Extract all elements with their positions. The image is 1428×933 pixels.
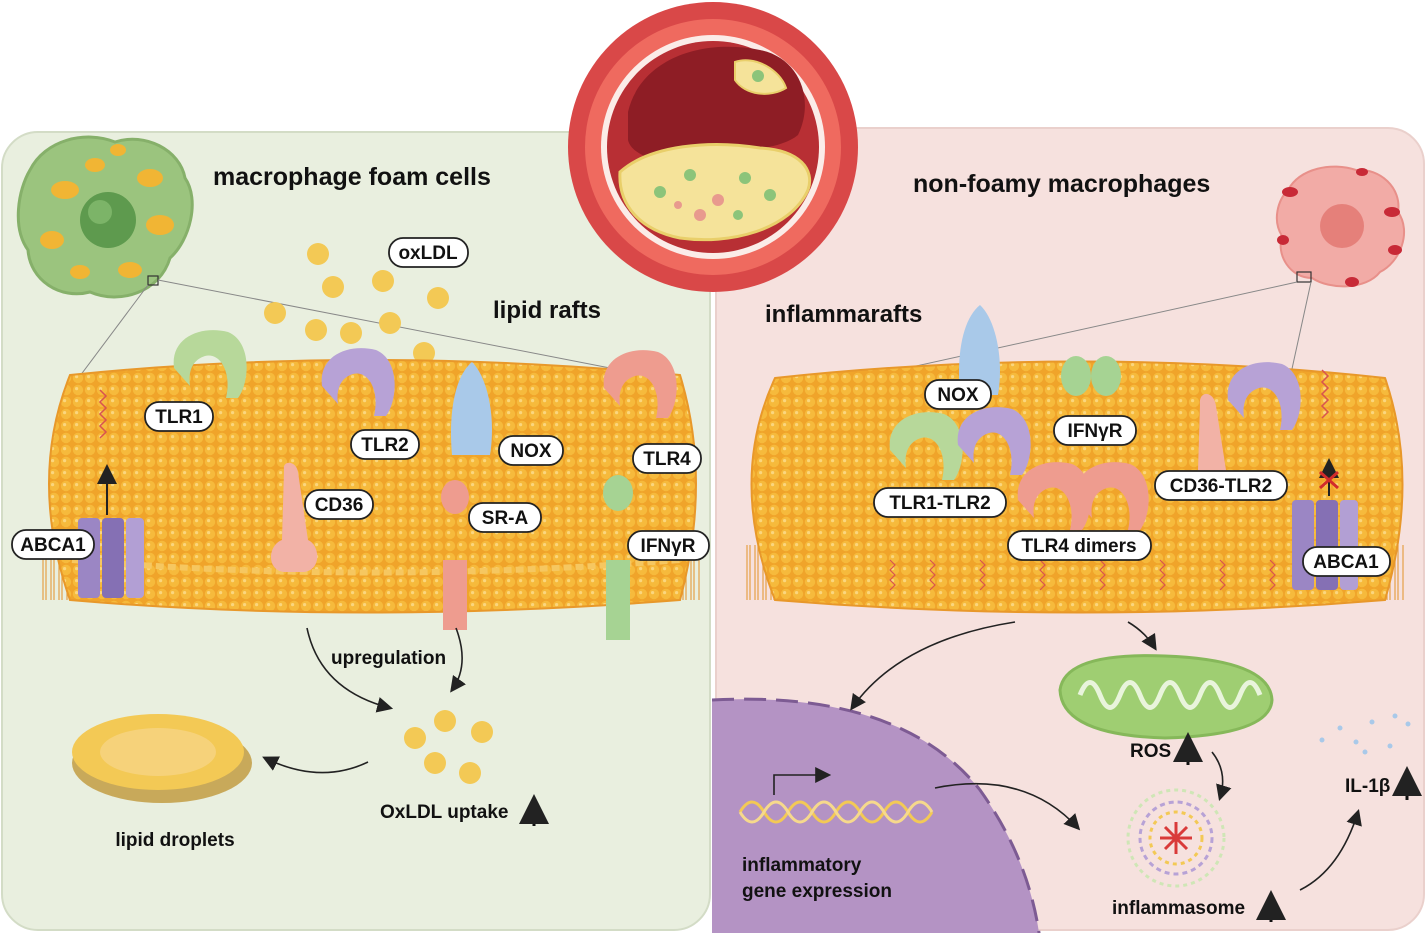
- cd36-receptor: [271, 462, 318, 572]
- arrow-gene-to-inflammasome: [934, 782, 1081, 831]
- il1b-label: IL-1β: [1345, 776, 1390, 797]
- oxldl-label: oxLDL: [388, 237, 469, 268]
- mitochondrion: [1058, 654, 1274, 740]
- abca1-transporter-left: [78, 518, 144, 598]
- ifngr-label-right: IFNγR: [1053, 415, 1137, 446]
- svg-text:TLR4 dimers: TLR4 dimers: [1021, 536, 1136, 557]
- svg-text:ABCA1: ABCA1: [20, 535, 86, 556]
- il1b-particles: [1319, 713, 1411, 755]
- arrow-to-nucleus: [850, 621, 1016, 711]
- svg-text:TLR1: TLR1: [155, 407, 203, 428]
- svg-text:TLR4: TLR4: [643, 449, 691, 470]
- nox-receptor-right: [958, 305, 1000, 395]
- oxldl-particles: [264, 243, 449, 364]
- non-foamy-cell-illustration: [1275, 165, 1405, 288]
- svg-text:TLR1-TLR2: TLR1-TLR2: [889, 493, 990, 514]
- arrow-ros-to-inflammasome: [1211, 751, 1232, 802]
- right-panel-title: non-foamy macrophages: [913, 170, 1210, 198]
- tlr2-label: TLR2: [350, 429, 420, 460]
- droplet-arrow: [262, 756, 369, 774]
- ifngr-receptor: [603, 475, 633, 511]
- left-panel-title: macrophage foam cells: [213, 163, 491, 191]
- right-panel-subtitle: inflammarafts: [765, 301, 922, 328]
- dna-helix: [738, 800, 934, 824]
- oxldl-uptake-label: OxLDL uptake: [380, 802, 508, 823]
- svg-text:oxLDL: oxLDL: [398, 243, 458, 264]
- upregulation-label: upregulation: [331, 648, 446, 669]
- tlr4-dimers-label: TLR4 dimers: [1007, 530, 1152, 561]
- nox-label-left: NOX: [498, 435, 564, 466]
- ifngr-receptor-right: [1061, 356, 1121, 396]
- upregulation-arrow-left: [306, 627, 394, 713]
- cholesterol-molecule-right: [1320, 369, 1330, 419]
- arrow-to-mitochondrion: [1127, 621, 1157, 651]
- svg-text:CD36-TLR2: CD36-TLR2: [1170, 476, 1272, 497]
- internalized-oxldl: [404, 710, 493, 784]
- tlr4-dimer-complex: [1017, 462, 1091, 530]
- inflammasome-complex: [1126, 788, 1226, 888]
- ifngr-label-left: IFNγR: [627, 530, 710, 561]
- svg-text:TLR2: TLR2: [361, 435, 409, 456]
- sra-receptor: [441, 480, 469, 514]
- svg-text:IFNγR: IFNγR: [1068, 421, 1123, 442]
- left-panel-subtitle: lipid rafts: [493, 297, 601, 324]
- cd36-label: CD36: [304, 489, 374, 520]
- transcription-start-arrow: [773, 767, 832, 795]
- svg-text:NOX: NOX: [510, 441, 552, 462]
- tlr4-label: TLR4: [632, 443, 702, 474]
- nox-label-right: NOX: [924, 379, 992, 410]
- non-foamy-cell-zoom-marker: [1296, 271, 1312, 283]
- tlr1-receptor: [173, 330, 247, 398]
- artery-cross-section: [568, 2, 858, 292]
- upregulation-arrow-right: [450, 627, 466, 693]
- gene-expression-label-line1: inflammatory: [742, 855, 862, 876]
- tlr2-receptor: [321, 348, 395, 416]
- inflammasome-label: inflammasome: [1112, 898, 1245, 919]
- tlr1-label: TLR1: [144, 401, 214, 432]
- nox-receptor: [450, 362, 492, 455]
- svg-text:SR-A: SR-A: [482, 508, 529, 529]
- svg-text:ABCA1: ABCA1: [1313, 552, 1379, 573]
- blocked-x-icon: [1319, 470, 1339, 490]
- svg-text:IFNγR: IFNγR: [641, 536, 696, 557]
- sra-label: SR-A: [468, 502, 542, 533]
- nucleus: [712, 697, 1041, 933]
- ros-label: ROS: [1130, 741, 1171, 762]
- foam-cell-illustration: [16, 135, 194, 299]
- abca1-label-right: ABCA1: [1302, 546, 1391, 577]
- cholesterol-molecule-left: [98, 389, 108, 439]
- cd36-tlr2-label: CD36-TLR2: [1154, 470, 1288, 501]
- tlr1-tlr2-complex: [889, 412, 963, 480]
- svg-text:NOX: NOX: [937, 385, 979, 406]
- tlr4-receptor: [603, 350, 677, 418]
- arrow-inflammasome-to-il1b: [1299, 808, 1362, 891]
- lipid-droplet-illustration: [72, 714, 252, 803]
- lipid-droplets-label: lipid droplets: [115, 830, 234, 851]
- gene-expression-label-line2: gene expression: [742, 881, 892, 902]
- svg-text:CD36: CD36: [315, 495, 364, 516]
- tlr1-tlr2-label: TLR1-TLR2: [873, 487, 1007, 518]
- abca1-label-left: ABCA1: [11, 529, 95, 560]
